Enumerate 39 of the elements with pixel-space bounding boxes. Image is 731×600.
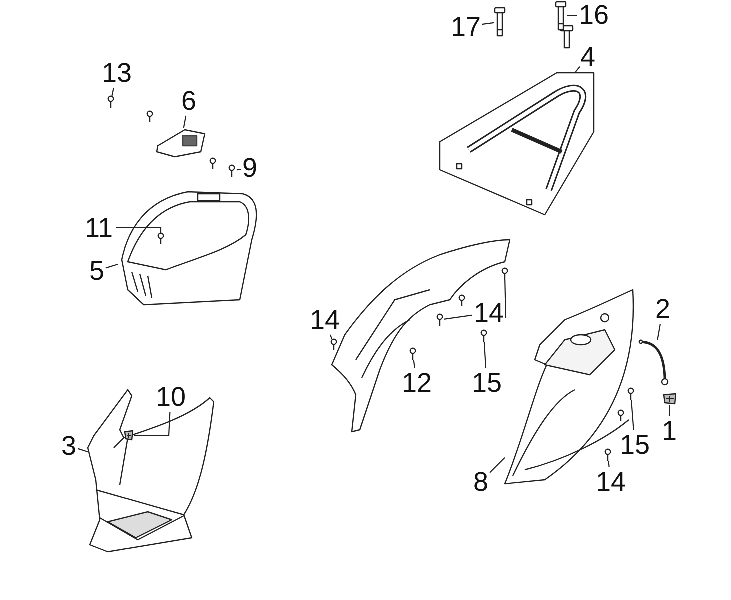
leader-line bbox=[608, 460, 610, 468]
callout-number: 2 bbox=[654, 294, 672, 324]
leader-line bbox=[134, 412, 171, 437]
leader-line bbox=[183, 116, 187, 128]
leader-line bbox=[490, 458, 506, 474]
callout-number: 3 bbox=[60, 431, 78, 461]
leader-line bbox=[484, 342, 487, 368]
leader-line bbox=[112, 88, 114, 96]
callout-number: 15 bbox=[470, 368, 504, 398]
callout-number: 1 bbox=[662, 416, 676, 446]
leader-line bbox=[106, 264, 118, 269]
leader-line bbox=[116, 227, 162, 233]
leader-line bbox=[630, 400, 634, 430]
callout-number: 12 bbox=[400, 368, 434, 398]
leader-line bbox=[78, 448, 88, 453]
callout-number: 11 bbox=[82, 213, 116, 243]
callout-number: 10 bbox=[154, 382, 188, 412]
leader-line bbox=[504, 280, 507, 319]
leader-line bbox=[482, 22, 494, 26]
callout-number: 16 bbox=[577, 0, 611, 30]
callout-number: 4 bbox=[580, 42, 596, 72]
callout-number: 15 bbox=[618, 430, 652, 460]
callout-number: 14 bbox=[308, 305, 342, 335]
callout-number: 14 bbox=[472, 298, 506, 328]
callout-number: 6 bbox=[180, 86, 198, 116]
callout-number: 9 bbox=[241, 153, 259, 183]
leader-line bbox=[413, 360, 416, 368]
leader-line bbox=[444, 314, 472, 320]
callout-number: 17 bbox=[450, 12, 482, 42]
leader-line bbox=[668, 404, 670, 416]
leader-line bbox=[575, 66, 580, 72]
leader-line bbox=[236, 168, 242, 171]
callout-number: 8 bbox=[472, 467, 490, 497]
callout-number: 13 bbox=[100, 58, 134, 88]
callout-number: 5 bbox=[88, 256, 106, 286]
callout-number: 14 bbox=[594, 467, 628, 497]
leader-line bbox=[566, 14, 578, 16]
leader-line bbox=[330, 334, 333, 340]
leader-line bbox=[657, 324, 662, 340]
